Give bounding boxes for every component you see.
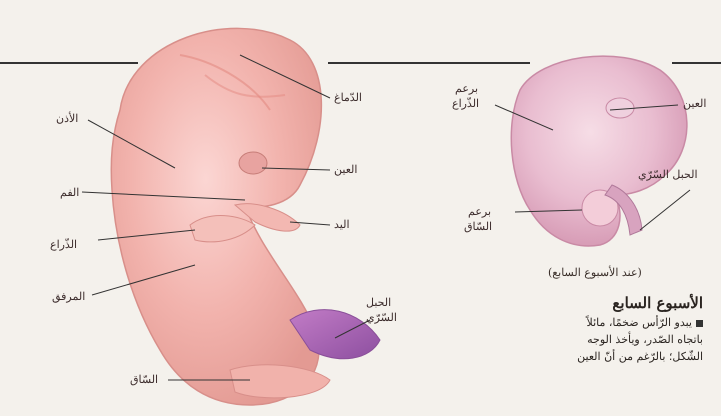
label-eye-left: العين bbox=[334, 163, 357, 177]
label-leg-bud-2: السّاق bbox=[464, 220, 492, 234]
label-elbow: المرفق bbox=[52, 290, 85, 304]
label-umbilical-cord-right: الحبل السّرّي bbox=[638, 168, 698, 182]
label-brain: الدّماغ bbox=[334, 91, 362, 105]
label-arm: الذّراع bbox=[50, 238, 77, 252]
embryo-week7-figure bbox=[511, 56, 687, 246]
embryo-week8-figure bbox=[111, 28, 380, 405]
body-line-3: الشّكل؛ بالرّغم من أنّ العين bbox=[493, 348, 703, 365]
label-leg: السّاق bbox=[130, 373, 158, 387]
figure-caption: (عند الأسبوع السابع) bbox=[548, 266, 642, 279]
label-arm-bud-1: برعم bbox=[455, 82, 478, 96]
body-line-2: باتجاه الصّدر، ويأخذ الوجه bbox=[493, 331, 703, 348]
top-rule-left bbox=[0, 62, 138, 64]
label-hand: اليد bbox=[334, 218, 350, 232]
section-heading: الأسبوع السابع bbox=[612, 294, 703, 312]
body-line-1: يبدو الرّأس ضخمًا، مائلاً bbox=[493, 314, 703, 331]
label-umbilical-cord-left-1: الحبل bbox=[366, 296, 391, 310]
label-arm-bud-2: الذّراع bbox=[452, 97, 479, 111]
label-mouth: الفم bbox=[60, 186, 79, 200]
section-body: يبدو الرّأس ضخمًا، مائلاً باتجاه الصّدر،… bbox=[493, 314, 703, 365]
bullet-square bbox=[696, 320, 703, 327]
top-rule-right bbox=[672, 62, 721, 64]
label-umbilical-cord-left-2: السّرّي bbox=[366, 311, 397, 325]
body-line-1-text: يبدو الرّأس ضخمًا، مائلاً bbox=[587, 316, 693, 329]
top-rule-middle bbox=[328, 62, 530, 64]
label-ear: الأذن bbox=[56, 112, 78, 126]
label-eye-right: العين bbox=[683, 97, 706, 111]
label-leg-bud-1: برعم bbox=[468, 205, 491, 219]
